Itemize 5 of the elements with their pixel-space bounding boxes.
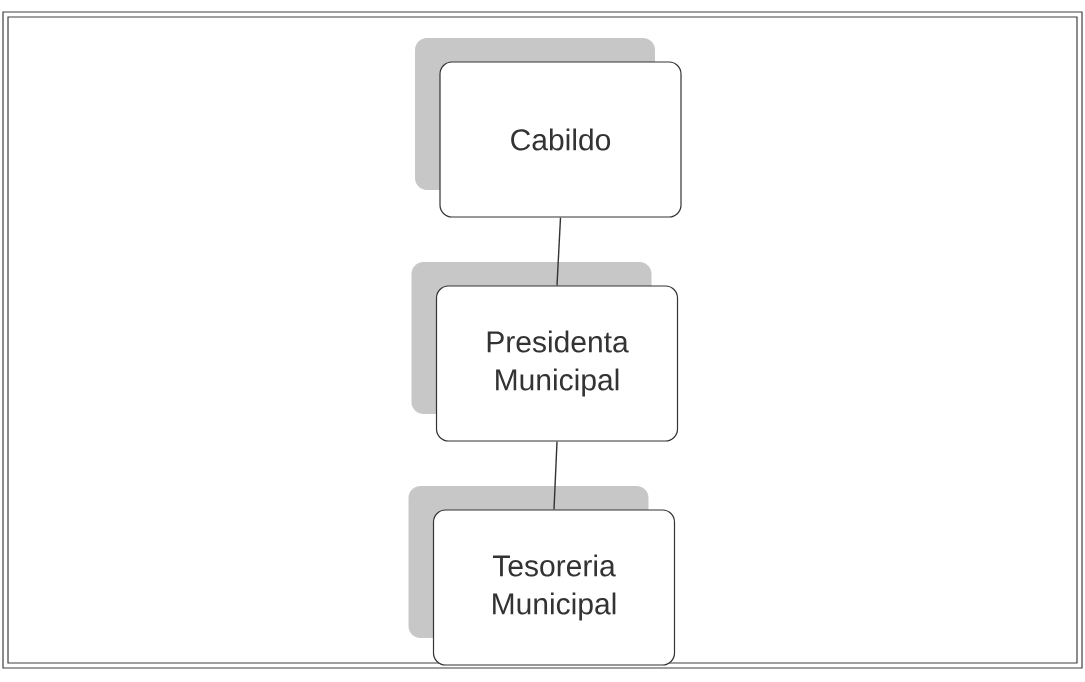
org-box: Cabildo (415, 38, 682, 218)
connector-line (553, 440, 558, 511)
org-box: Tesoreria Municipal (408, 486, 676, 666)
connector-line (556, 216, 562, 287)
org-box: Presidenta Municipal (411, 262, 679, 442)
